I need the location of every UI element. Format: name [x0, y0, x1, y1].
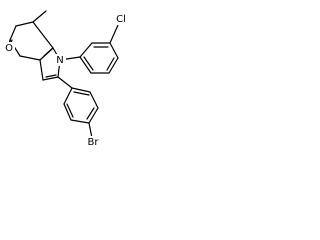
bond-clphenyl-6 — [79, 56, 92, 74]
bond-brphenyl-1 — [63, 87, 73, 105]
bond-clphenyl-4 — [108, 57, 119, 74]
bond-brphenyl-4 — [88, 107, 99, 124]
bond-c2-aryl — [57, 76, 73, 89]
bond-cl — [109, 24, 119, 44]
bond-br — [88, 122, 93, 139]
atom-labels: O N Cl Br — [3, 13, 131, 148]
bond-ring-c1-c2 — [15, 21, 34, 27]
chlorine-label: Cl — [116, 14, 126, 25]
bond-pyrrole-4 — [39, 59, 44, 81]
bond-ring-c5-c6-double — [43, 47, 54, 57]
bond-ring-c2-c3 — [9, 25, 17, 41]
bond-clphenyl-double-3 — [83, 56, 94, 71]
bond-brphenyl-2 — [63, 103, 72, 121]
bromine-label: Br — [88, 137, 100, 148]
bond-brphenyl-double-3 — [73, 91, 90, 96]
bond-ring-c4-c5 — [19, 55, 41, 61]
bonds — [7, 10, 119, 139]
bond-brphenyl-3 — [70, 119, 90, 124]
oxygen-label: O — [5, 43, 13, 54]
molecule-structure: O N Cl Br — [3, 10, 131, 148]
bond-clphenyl-double-2 — [106, 57, 115, 71]
bond-pyrrole-double — [45, 74, 57, 78]
bond-clphenyl-1 — [79, 42, 93, 58]
bond-brphenyl-6 — [71, 87, 91, 93]
bond-brphenyl-double-1 — [66, 103, 74, 118]
bond-ring-c6-c1 — [32, 21, 54, 49]
bond-brphenyl-double-2 — [86, 107, 95, 120]
bond-clphenyl-3 — [109, 42, 119, 59]
nitrogen-label: N — [56, 55, 63, 66]
bond-methyl — [32, 10, 47, 23]
bond-brphenyl-5 — [89, 91, 99, 109]
bond-pyrrole-3 — [42, 76, 59, 81]
